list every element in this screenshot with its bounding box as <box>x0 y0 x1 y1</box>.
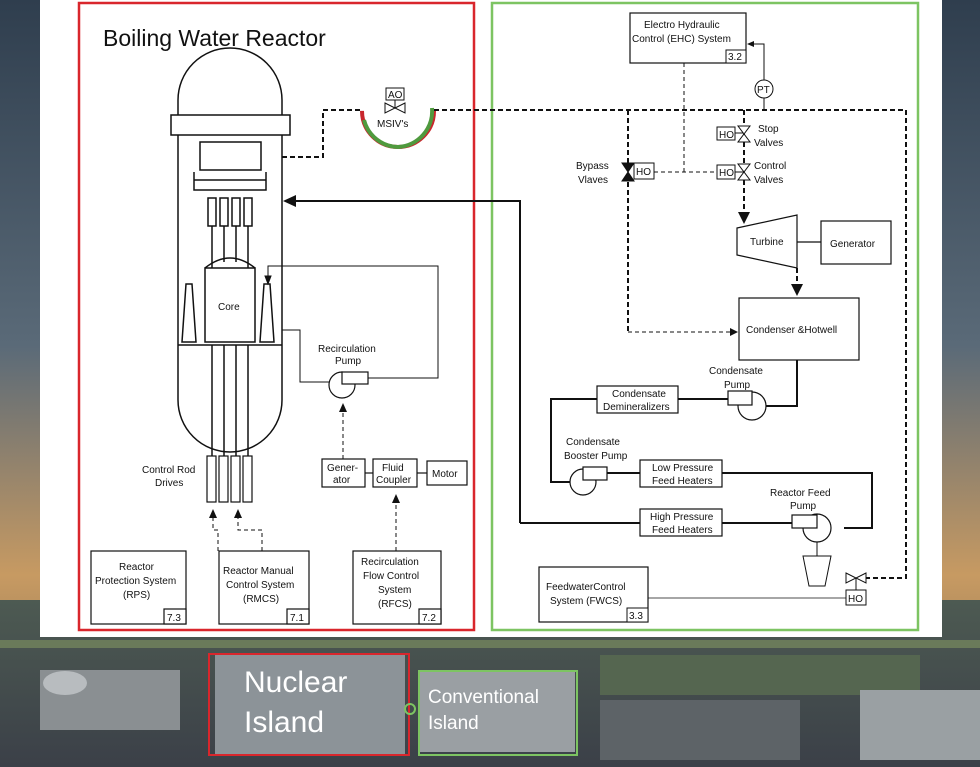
nuclear-island-frame <box>77 1 476 632</box>
nuclear-arrowheads <box>209 403 400 518</box>
recirc-pump-icon <box>328 371 369 399</box>
msiv-valve-icon <box>384 100 406 114</box>
recirc-pump-label-1: Recirculation <box>318 344 376 355</box>
msiv-label: MSIV's <box>377 119 408 130</box>
ehc-number: 3.2 <box>728 52 742 63</box>
feedwater-return-arrow <box>283 195 296 207</box>
condensate-lines <box>520 360 873 529</box>
condensate-pump-label-1: Condensate <box>709 366 763 377</box>
bypass-label-1: Bypass <box>576 161 609 172</box>
nuclear-control-links <box>212 404 397 551</box>
rps-label-3: (RPS) <box>123 590 150 601</box>
ho-bypass-label: HO <box>636 167 651 178</box>
nuclear-island-label-1: Nuclear <box>244 666 348 699</box>
control-valve-icon <box>735 163 751 181</box>
fwcs-label-1: FeedwaterControl <box>546 582 625 593</box>
rmcs-number: 7.1 <box>290 613 304 624</box>
rps-label-1: Reactor <box>119 562 155 573</box>
pt-sensor-icon <box>754 79 774 99</box>
hp-heater-label-1: High Pressure <box>650 512 714 523</box>
booster-pump-label-1: Condensate <box>566 437 620 448</box>
nuclear-island-label-2: Island <box>244 706 325 739</box>
fwcs-number: 3.3 <box>629 611 643 622</box>
feed-pump-label-2: Pump <box>790 501 817 512</box>
crd-label-1: Control Rod <box>142 465 195 476</box>
bwr-diagram: Boiling Water Reactor Core Control Rod <box>40 0 942 637</box>
lp-heater-label-1: Low Pressure <box>652 463 714 474</box>
conventional-island-box <box>418 670 578 756</box>
main-steam-arrow <box>738 212 750 224</box>
bypass-label-2: Vlaves <box>578 175 608 186</box>
rmcs-label-3: (RMCS) <box>243 594 279 605</box>
feedwater-valve-icon <box>845 572 867 606</box>
demin-label-1: Condensate <box>612 389 666 400</box>
island-link-icon <box>404 703 416 715</box>
condensate-boxes <box>596 385 723 537</box>
rfcs-label-1: Recirculation <box>361 557 419 568</box>
diagram-title: Boiling Water Reactor <box>103 25 326 51</box>
rfcs-label-4: (RFCS) <box>378 599 412 610</box>
lp-heater-label-2: Feed Heaters <box>652 476 713 487</box>
rfcs-label-3: System <box>378 585 411 596</box>
bypass-valve-icon <box>621 162 635 182</box>
rps-number: 7.3 <box>167 613 181 624</box>
rmcs-label-2: Control System <box>226 580 294 591</box>
rfcs-number: 7.2 <box>422 613 436 624</box>
stop-valves-label-1: Stop <box>758 124 779 135</box>
feedwater-nozzle-icon <box>802 555 832 587</box>
stop-valve-icon <box>735 125 751 143</box>
control-valves-label-2: Valves <box>754 175 783 186</box>
nuclear-control-boxes <box>90 550 442 625</box>
recirc-loop <box>264 265 439 383</box>
ho-control-label: HO <box>719 168 734 179</box>
stop-valves-label-2: Valves <box>754 138 783 149</box>
hp-heater-label-2: Feed Heaters <box>652 525 713 536</box>
rps-label-2: Protection System <box>95 576 176 587</box>
generator-main-label: Generator <box>830 239 876 250</box>
fwcs-label-2: System (FWCS) <box>550 596 622 607</box>
control-valves-label-1: Control <box>754 161 786 172</box>
core-label: Core <box>218 302 240 313</box>
condensate-pump-label-2: Pump <box>724 380 751 391</box>
rmcs-label-1: Reactor Manual <box>223 566 294 577</box>
feedwater-return-line <box>290 200 521 523</box>
feed-pump-icon <box>791 513 832 543</box>
fluid-coupler-label-2: Coupler <box>376 475 412 486</box>
booster-pump-icon <box>569 466 608 496</box>
recirc-pump-label-2: Pump <box>335 356 362 367</box>
fluid-coupler-label-1: Fluid <box>382 463 404 474</box>
conventional-island-frame <box>490 1 920 632</box>
ehc-label-2: Control (EHC) System <box>632 34 731 45</box>
ehc-links <box>654 63 720 173</box>
ao-label: AO <box>388 90 403 101</box>
condenser-label: Condenser &Hotwell <box>746 325 837 336</box>
turbine-label: Turbine <box>750 237 784 248</box>
recirc-drive-train <box>321 458 468 488</box>
conventional-island-label-2: Island <box>428 713 479 734</box>
condensate-pump-icon <box>727 390 767 421</box>
generator-label-1: Gener- <box>327 463 358 474</box>
rfcs-label-2: Flow Control <box>363 571 419 582</box>
control-rod-drives <box>206 455 253 503</box>
conventional-island-label-1: Conventional <box>428 687 539 708</box>
ho-stop-label: HO <box>719 130 734 141</box>
reactor-vessel <box>170 47 291 456</box>
booster-pump-label-2: Booster Pump <box>564 451 628 462</box>
msiv-ring-green <box>362 107 435 150</box>
demin-label-2: Demineralizers <box>603 402 670 413</box>
feed-pump-label-1: Reactor Feed <box>770 488 831 499</box>
crd-label-2: Drives <box>155 478 183 489</box>
pt-label: PT <box>757 85 770 96</box>
generator-label-2: ator <box>333 475 351 486</box>
ho-feedwater-label: HO <box>848 594 863 605</box>
ehc-label-1: Electro Hydraulic <box>644 20 720 31</box>
motor-label: Motor <box>432 469 458 480</box>
